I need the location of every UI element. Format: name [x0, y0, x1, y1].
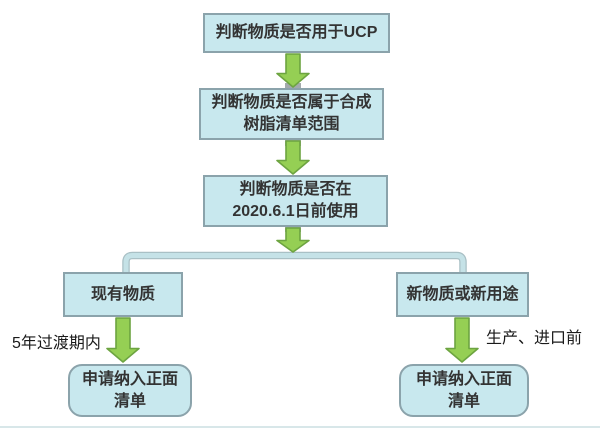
node-label: 申请纳入正面: [415, 370, 512, 388]
node-label: 清单: [447, 392, 480, 410]
down-arrow-icon: [276, 53, 310, 88]
node-label: 判断物质是否属于合成: [211, 94, 372, 112]
bottom-divider: [0, 426, 600, 428]
down-arrow-icon: [445, 317, 479, 363]
node-apply-positive-list-left: 申请纳入正面 清单: [68, 364, 192, 417]
annotation-transition-period: 5年过渡期内: [12, 335, 101, 352]
node-label: 树脂清单范围: [243, 116, 340, 133]
branch-connector: [122, 251, 467, 272]
node-label: 判断物质是否用于UCP: [215, 24, 378, 42]
node-label: 申请纳入正面: [81, 370, 178, 388]
node-label: 现有物质: [90, 285, 155, 303]
node-apply-positive-list-right: 申请纳入正面 清单: [399, 364, 529, 417]
node-label: 2020.6.1日前使用: [232, 203, 359, 220]
down-arrow-icon: [106, 317, 140, 363]
node-label: 清单: [113, 392, 146, 410]
node-label: 判断物质是否在: [239, 181, 352, 199]
node-judge-resin-list-scope: 判断物质是否属于合成 树脂清单范围: [199, 88, 384, 140]
node-existing-substance: 现有物质: [63, 272, 183, 317]
node-new-substance-or-new-use: 新物质或新用途: [396, 272, 529, 317]
node-judge-used-before-2020-6-1: 判断物质是否在 2020.6.1日前使用: [203, 175, 388, 227]
down-arrow-icon: [276, 227, 310, 253]
node-judge-ucp-use: 判断物质是否用于UCP: [203, 13, 390, 53]
down-arrow-icon: [276, 140, 310, 175]
node-label: 新物质或新用途: [406, 285, 519, 303]
annotation-before-production-import: 生产、进口前: [486, 330, 583, 347]
